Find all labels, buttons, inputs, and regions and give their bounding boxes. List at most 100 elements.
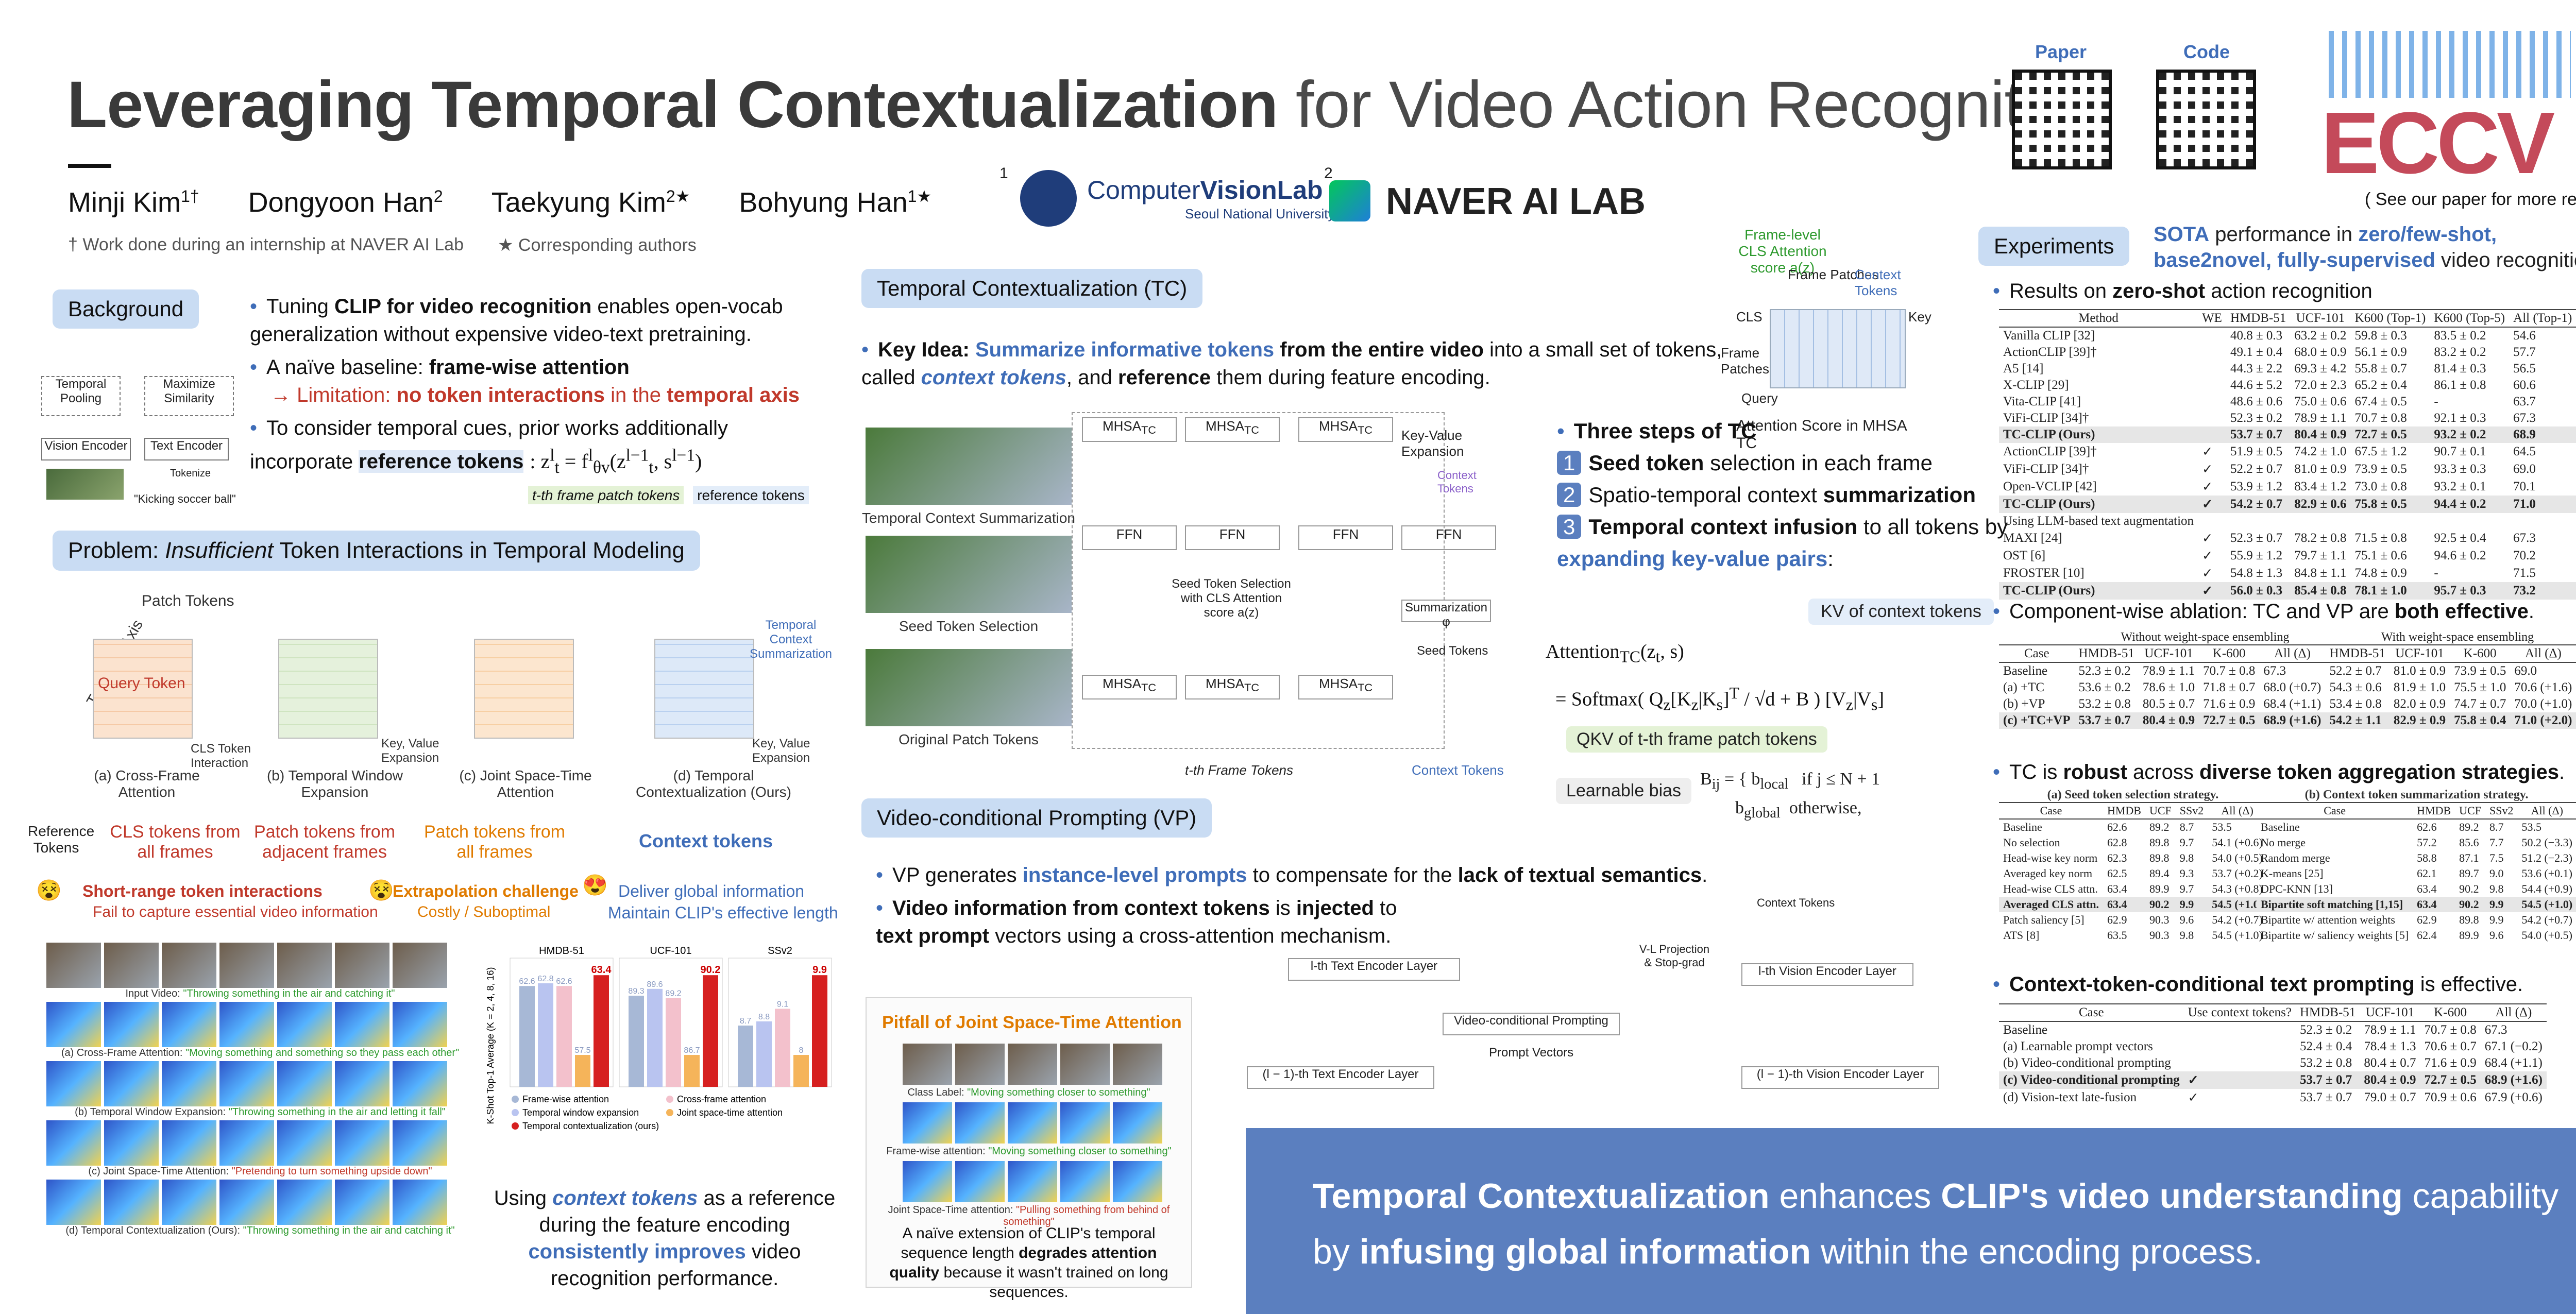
- table-cell: 70.7 ± 0.8: [2354, 411, 2407, 425]
- chart-legend-label: Frame-wise attention: [522, 1094, 609, 1104]
- table-cell: TC-CLIP (Ours): [1999, 582, 2198, 600]
- naver-logo-icon: [1329, 180, 1370, 221]
- key-label: Key: [1908, 309, 1931, 325]
- text-encoder-box: Text Encoder: [144, 438, 229, 460]
- sota-line: SOTA performance in zero/few-shot, base2…: [2154, 223, 2576, 271]
- t2-group-2: With weight-space ensembling: [2381, 630, 2534, 644]
- table-cell: 73.9 ± 0.5: [2354, 462, 2407, 476]
- vp-bullets: •VP generates instance-level prompts to …: [876, 861, 1793, 950]
- table-cell: X-CLIP [29]: [2003, 378, 2069, 392]
- table-cell: Baseline: [2261, 821, 2300, 833]
- table-cell: 72.7 ± 0.5: [2199, 712, 2260, 729]
- table-cell: 54.5 (+1.0): [2212, 929, 2263, 942]
- background-diagram: Temporal Pooling Maximize Similarity Vis…: [41, 340, 237, 510]
- table-cell: 74.2 ± 1.0: [2294, 445, 2347, 458]
- tcs-label: Temporal Context Summarization: [749, 618, 833, 661]
- paper-qr-code[interactable]: [2012, 70, 2112, 169]
- table-cell: 9.9: [2489, 913, 2504, 926]
- ffn-box-2: FFN: [1185, 525, 1280, 550]
- poster-title: Leveraging Temporal Contextualization fo…: [67, 67, 2109, 143]
- table-cell: Averaged CLS attn.: [1999, 897, 2103, 912]
- paper-label: Paper: [2035, 41, 2087, 62]
- table-cell: ViFi-CLIP [34]†: [2003, 462, 2089, 476]
- table-header-cell: UCF: [2145, 802, 2176, 820]
- issue-short-range: Short-range token interactions: [82, 882, 323, 900]
- table-cell: ✓: [2202, 463, 2213, 476]
- table-cell: 68.0 (+0.7): [2263, 680, 2321, 694]
- table-cell: 52.4 ± 0.4: [2299, 1039, 2352, 1053]
- table-cell: 75.0 ± 0.6: [2294, 395, 2347, 408]
- table-cell: [2351, 513, 2430, 530]
- tc-architecture-diagram: Temporal Context Summarization Seed Toke…: [855, 407, 1551, 778]
- chart-data-label: 62.6: [556, 977, 572, 986]
- venue-skyline-icon: [2329, 31, 2571, 98]
- table-cell: 85.6: [2459, 836, 2479, 849]
- table-cell: Patch saliency [5]: [2003, 913, 2084, 926]
- table-cell: [2198, 377, 2226, 394]
- ablation-heading: •Component-wise ablation: TC and VP are …: [1993, 600, 2535, 623]
- chart-data-label: 90.2: [701, 964, 721, 976]
- table-cell: 54.1 (+0.6): [2212, 836, 2263, 849]
- table-cell: 82.9 ± 0.9: [2389, 712, 2450, 729]
- table-header-cell: UCF: [2455, 802, 2485, 820]
- table-cell: 63.4: [2103, 897, 2145, 912]
- original-patch-label: Original Patch Tokens: [899, 731, 1039, 747]
- table-cell: ✓: [2198, 582, 2226, 600]
- table-cell: 68.9 (+1.6): [2259, 712, 2326, 729]
- table-cell: ✓: [2183, 1071, 2296, 1089]
- frame-patches-label-side: Frame Patches: [1721, 345, 1769, 377]
- chart-bar: [793, 1055, 809, 1087]
- bias-formula: Bij = { blocal if j ≤ N + 1 bglobal othe…: [1700, 770, 1880, 821]
- frame-level-label: Frame-level CLS Attention score a(z): [1738, 227, 1827, 276]
- table-header-cell: HMDB-51: [2226, 309, 2291, 328]
- lth-vision-encoder: l-th Vision Encoder Layer: [1741, 963, 1913, 986]
- table-cell: 83.4 ± 1.2: [2294, 480, 2347, 493]
- table-cell: 71.5: [2513, 566, 2536, 580]
- table-header-cell: Case: [1999, 644, 2075, 663]
- video-frames-thumbnail: [46, 469, 124, 500]
- table-cell: 53.5: [2521, 821, 2541, 833]
- vp-bullet-2: •Video information from context tokens i…: [876, 897, 1397, 947]
- table-cell: ✓: [2188, 1091, 2199, 1105]
- table-cell: 8.7: [2489, 821, 2504, 833]
- chart-legend-marker: [666, 1096, 673, 1103]
- table-cell: 89.7: [2459, 867, 2479, 880]
- table-cell: 63.7: [2513, 395, 2536, 408]
- table-cell: 90.3: [2149, 913, 2170, 926]
- chart-data-label: 9.1: [777, 1000, 788, 1009]
- chart-data-label: 62.8: [537, 975, 553, 983]
- chart-panel-title: HMDB-51: [539, 945, 584, 957]
- chart-bar: [756, 1021, 772, 1087]
- table-cell: 78.9 ± 1.1: [2294, 411, 2347, 425]
- table-cell: 67.3: [2513, 411, 2536, 425]
- table-header-cell: K-600: [2450, 644, 2511, 663]
- table-cell: 62.6: [2417, 821, 2437, 833]
- table-cell: 60.6: [2513, 378, 2536, 392]
- table-cell: 8.7: [2179, 821, 2194, 833]
- table-cell: -: [2434, 566, 2438, 580]
- table-cell: 62.4: [2417, 929, 2437, 942]
- kshot-chart-svg: K-Shot Top-1 Average (K = 2, 4, 8, 16)HM…: [485, 945, 832, 1131]
- pitfall-js-label: Joint Space-Time attention: "Pulling som…: [888, 1204, 1170, 1227]
- code-qr-code[interactable]: [2156, 70, 2256, 169]
- table-cell: 68.9 (+1.6): [2480, 1071, 2547, 1089]
- table-cell: 81.0 ± 0.9: [2393, 664, 2446, 678]
- corresponding-note: ★ Corresponding authors: [498, 235, 697, 255]
- lm1-text-encoder: (l − 1)-th Text Encoder Layer: [1247, 1066, 1434, 1089]
- table-cell: 93.2 ± 0.2: [2430, 426, 2510, 443]
- table-cell: 62.1: [2417, 867, 2437, 880]
- table-cell: 51.9 ± 0.5: [2230, 445, 2283, 458]
- background-title: Background: [53, 289, 199, 329]
- caption-c: (c) Joint Space-Time Attention: [459, 767, 592, 800]
- table-cell: 79.0 ± 0.7: [2364, 1090, 2416, 1104]
- author-1: Minji Kim1†: [68, 187, 199, 218]
- chart-bar: [594, 975, 609, 1087]
